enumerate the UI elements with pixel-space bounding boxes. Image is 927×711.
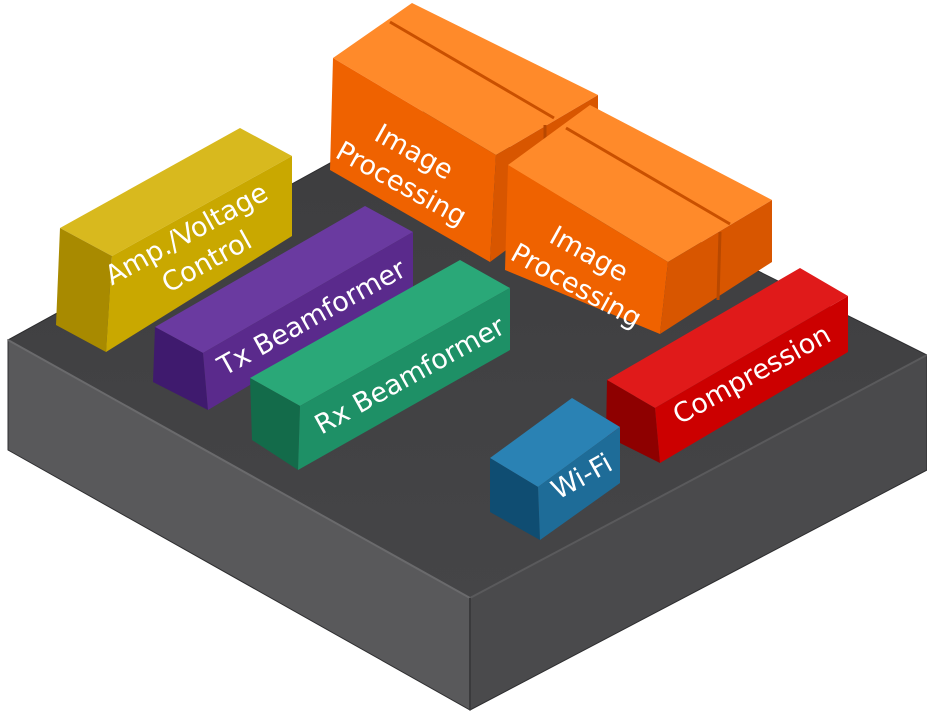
image-processing-front-block: Image Processing — [505, 105, 772, 334]
amp-voltage-control-block: Amp./Voltage Control — [56, 128, 292, 352]
wifi-block: Wi-Fi — [490, 398, 620, 540]
